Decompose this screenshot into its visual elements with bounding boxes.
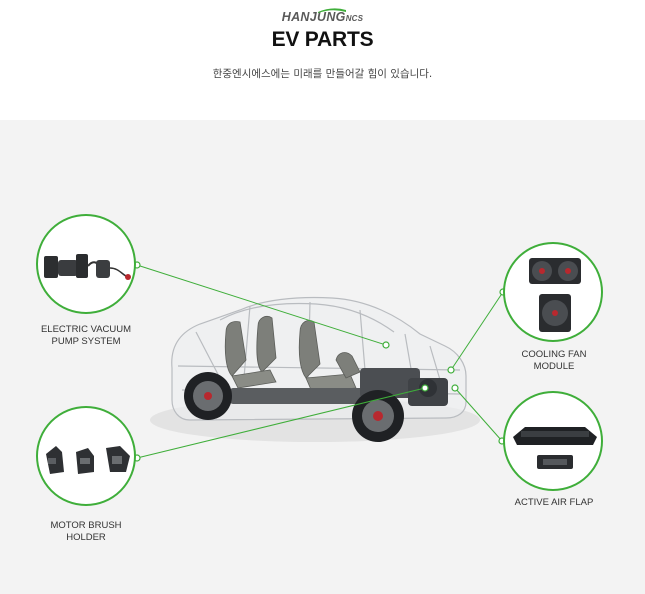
part-label-air-flap: ACTIVE AIR FLAP xyxy=(514,497,594,508)
logo-swoosh-icon xyxy=(317,8,346,13)
part-circle-cooling-fan[interactable] xyxy=(503,242,603,342)
page-subtitle: 한중엔시에스에는 미래를 만들어갈 힘이 있습니다. xyxy=(212,68,433,80)
part-circle-air-flap[interactable] xyxy=(503,391,603,491)
logo-main-text: HANJUNG xyxy=(281,10,346,24)
brand-logo[interactable]: HANJUNGNCS xyxy=(0,8,645,28)
part-circle-brush-holder[interactable] xyxy=(36,406,136,506)
wheel-rear-icon xyxy=(184,372,232,420)
part-label-vacuum-pump: ELECTRIC VACUUM PUMP SYSTEM xyxy=(40,324,132,347)
page-header: HANJUNGNCS EV PARTS 한중엔시에스에는 미래를 만들어갈 힘이… xyxy=(0,0,645,120)
seats-icon xyxy=(224,316,361,393)
brush-holder-icon xyxy=(46,446,130,474)
air-flap-icon xyxy=(513,427,597,469)
page-title: EV PARTS xyxy=(271,28,374,51)
part-label-cooling-fan: COOLING FAN MODULE xyxy=(521,349,587,372)
connector-lines xyxy=(136,264,504,459)
ev-car-illustration xyxy=(133,261,507,462)
vacuum-pump-icon xyxy=(44,254,131,280)
cooling-fan-icon xyxy=(529,258,581,332)
logo-suffix-text: NCS xyxy=(345,14,364,23)
battery-chassis-icon xyxy=(230,368,448,406)
part-label-brush-holder: MOTOR BRUSH HOLDER xyxy=(50,520,122,543)
part-circle-vacuum-pump[interactable] xyxy=(36,214,136,314)
wheel-front-icon xyxy=(352,390,404,442)
